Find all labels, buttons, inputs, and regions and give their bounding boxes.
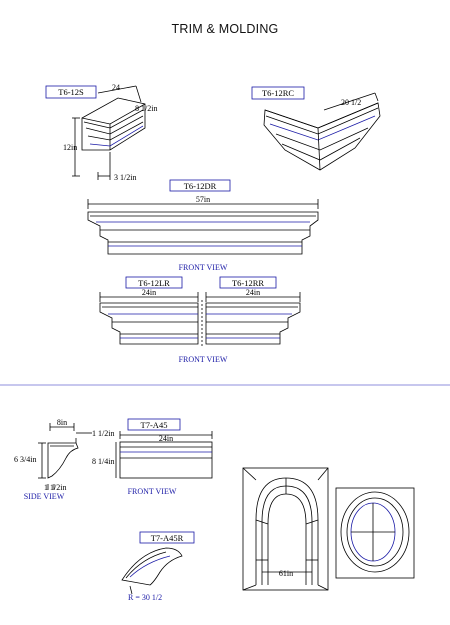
t7-a45r-drawing [121,531,195,595]
t7-a45-side-top: 8in [57,418,67,427]
t7-a45-side-height: 6 3/4in [14,455,36,464]
page-title: TRIM & MOLDING [171,22,279,36]
t6-12rr-tag: T6-12RR [232,278,264,288]
t6-12lr-tag-box [125,276,183,289]
t7-a45-side-base: 1 1/2in [44,483,66,492]
t6-12lr-rr-view-label: FRONT VIEW [179,355,228,364]
t7-a45-view-label: FRONT VIEW [128,487,177,496]
t6-12lr-tag: T6-12LR [138,278,170,288]
t7-a45-side-view-label: SIDE VIEW [24,492,65,501]
arch-width: 61in [279,569,293,578]
t6-12rc-tag: T6-12RC [262,88,294,98]
t6-12dr-tag: T6-12DR [184,181,217,191]
t6-12dr-view-label: FRONT VIEW [179,263,228,272]
t7-a45-side-right: 1 1/2in [92,429,114,438]
t6-12s-height: 12in [63,143,77,152]
t6-12rc-drawing [251,86,381,171]
t6-12s-tag-box [45,85,97,99]
arch-perspective-drawing [242,467,329,591]
t6-12dr-tag-box [169,179,231,192]
t6-12rr-tag-box [219,276,277,289]
t7-a45-width: 24in [159,434,173,443]
t7-a45-tag-box [127,418,181,431]
t7-a45-tag: T7-A45 [141,420,168,430]
t6-12s-tag: T6-12S [58,87,84,97]
t6-12rc-width: 20 1/2 [341,98,361,107]
t7-a45r-tag: T7-A45R [151,533,184,543]
t7-a45-height: 8 1/4in [92,457,114,466]
t6-12rr-width: 24in [246,288,260,297]
t7-a45-side-drawing [38,423,92,490]
t6-12lr-width: 24in [142,288,156,297]
t6-12dr-width: 57in [196,195,210,204]
t7-a45r-tag-box [139,531,195,544]
t6-12dr-drawing [87,179,319,255]
t6-12s-width: 24 [112,83,120,92]
t6-12lr-rr-drawing [99,276,301,348]
t7-a45r-radius: R = 30 1/2 [128,593,162,602]
t6-12rc-tag-box [251,86,305,100]
t6-12s-drawing [45,85,146,180]
t7-a45-front-drawing [115,418,213,479]
round-window-drawing [335,487,415,579]
t6-12s-depth: 8 1/2in [135,104,157,113]
t6-12s-base: 3 1/2in [114,173,136,182]
